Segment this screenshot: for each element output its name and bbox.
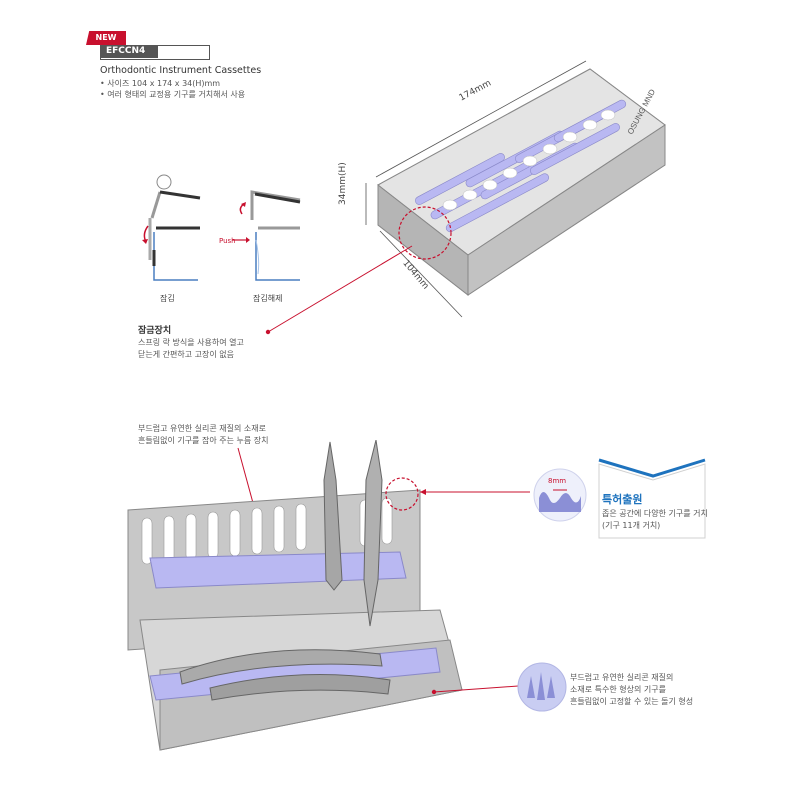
lock-highlight-circle	[398, 206, 452, 260]
open-cassette-image	[127, 440, 463, 751]
patent-desc: 좁은 공간에 다양한 기구를 거치 (기구 11개 거치)	[602, 508, 708, 532]
product-code: EFCCN4	[100, 45, 158, 58]
dimension-height: 34mm(H)	[338, 162, 348, 205]
silicone-top-note: 부드럽고 유연한 실리콘 재질의 소재로 흔들림없이 기구를 잡아 주는 누름 …	[138, 423, 268, 447]
patent-desc-line: (기구 11개 거치)	[602, 521, 661, 530]
unlocked-label: 잠김해제	[253, 294, 283, 303]
patent-leader-line	[420, 489, 530, 495]
silicone-clip-detail-icon	[533, 468, 587, 522]
spikes-leader-line	[431, 685, 519, 695]
lock-leader-line	[265, 245, 413, 335]
unlocked-diagram	[232, 190, 301, 281]
lock-device-desc-line: 닫는게 간편하고 고장이 없음	[138, 350, 234, 359]
patent-card	[598, 458, 706, 539]
product-name: Orthodontic Instrument Cassettes	[100, 65, 262, 76]
silicone-clip-highlight	[385, 477, 419, 511]
silicone-bottom-note: 부드럽고 유연한 실리콘 재질의 소재로 특수한 형상의 기구를 흔들림없이 고…	[570, 672, 693, 708]
patent-desc-line: 좁은 공간에 다양한 기구를 거치	[602, 509, 708, 518]
bullet-size: • 사이즈 104 x 174 x 34(H)mm	[100, 79, 221, 88]
spacing-label: 8mm	[548, 477, 567, 485]
lock-device-title: 잠금장치	[138, 326, 172, 336]
bullet-usage: • 여러 형태의 교정용 기구를 거치해서 사용	[100, 90, 246, 99]
new-badge: NEW	[86, 31, 126, 45]
silicone-top-note-line: 부드럽고 유연한 실리콘 재질의 소재로	[138, 424, 266, 433]
closed-cassette-image: OSUNG MND	[365, 60, 666, 318]
silicone-bottom-note-line: 부드럽고 유연한 실리콘 재질의	[570, 673, 674, 682]
locked-diagram	[142, 174, 201, 281]
lock-mechanism-diagram	[142, 174, 301, 281]
silicone-top-note-line: 흔들림없이 기구를 잡아 주는 누름 장치	[138, 436, 269, 445]
silicone-bottom-note-line: 소재로 특수한 형상의 기구를	[570, 685, 666, 694]
lock-device-desc-line: 스프링 락 방식을 사용하여 열고	[138, 338, 244, 347]
lock-device-desc: 스프링 락 방식을 사용하여 열고 닫는게 간편하고 고장이 없음	[138, 337, 298, 361]
patent-title: 특허출원	[602, 493, 643, 506]
push-label: Push	[219, 237, 236, 245]
silicone-bottom-note-line: 흔들림없이 고정할 수 있는 돌기 형성	[570, 697, 694, 706]
silicone-spikes-icon	[517, 662, 567, 712]
locked-label: 잠김	[160, 294, 175, 303]
